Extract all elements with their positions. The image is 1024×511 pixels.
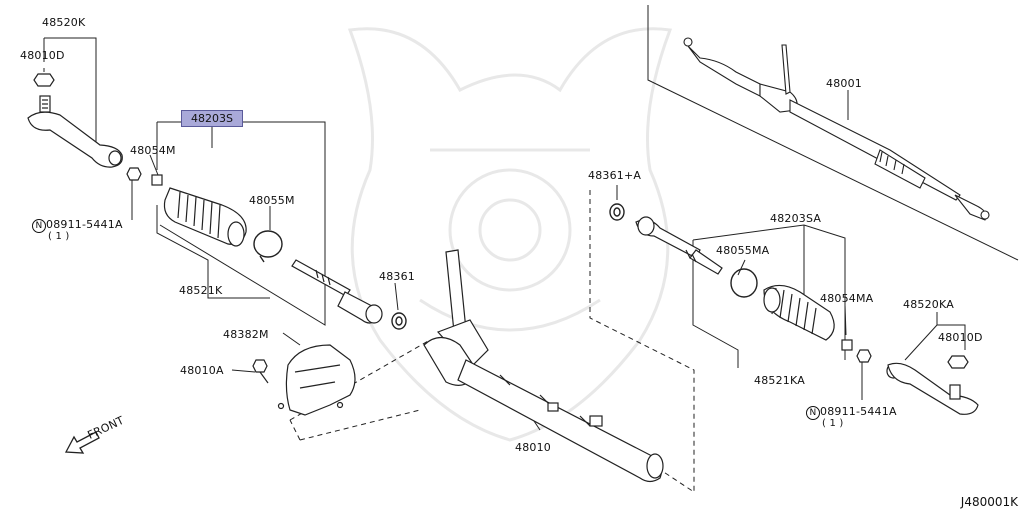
label-tie-rod-end-right[interactable]: 48520KA xyxy=(903,298,954,311)
clamp-right[interactable] xyxy=(730,268,758,298)
label-nut-right-qty: ( 1 ) xyxy=(822,418,844,429)
label-assembly[interactable]: 48001 xyxy=(826,77,862,90)
nut-left-small[interactable] xyxy=(126,167,163,186)
label-inner-socket-left[interactable]: 48521K xyxy=(179,284,223,297)
boot-right[interactable] xyxy=(763,284,835,341)
inner-socket-left[interactable] xyxy=(291,259,383,324)
label-tie-rod-end-left[interactable]: 48520K xyxy=(42,16,86,29)
label-bolt[interactable]: 48010A xyxy=(180,364,224,377)
label-boot-kit-right[interactable]: 48203SA xyxy=(770,212,822,225)
watermark-emblem xyxy=(347,27,673,442)
bolt-48010a[interactable] xyxy=(252,359,269,384)
diagram-code: J480001K xyxy=(960,495,1018,509)
label-gear-housing[interactable]: 48010 xyxy=(515,441,551,454)
clamp-left[interactable] xyxy=(253,230,283,263)
label-seal-left[interactable]: 48361 xyxy=(379,270,415,283)
inner-socket-right[interactable] xyxy=(635,216,723,275)
nut-right-spec-text: 08911-5441A xyxy=(820,405,897,418)
front-arrow-icon xyxy=(64,431,100,454)
boot-left[interactable] xyxy=(163,187,247,247)
tie-rod-end-right[interactable] xyxy=(886,362,979,415)
nut-right-top[interactable] xyxy=(947,355,969,369)
nut-left-top[interactable] xyxy=(33,73,55,87)
leader-lines xyxy=(43,5,1019,493)
assembly-48001[interactable] xyxy=(683,37,990,221)
nut-left-spec-text: 08911-5441A xyxy=(46,218,123,231)
nut-symbol-icon: N xyxy=(32,219,46,233)
label-boot-highlighted[interactable]: 48203S xyxy=(181,110,243,127)
label-nut-right-top[interactable]: 48010D xyxy=(938,331,983,344)
label-nut-left-qty: ( 1 ) xyxy=(48,231,70,242)
tie-rod-end-left[interactable] xyxy=(27,95,123,168)
label-seal-right[interactable]: 48361+A xyxy=(588,169,642,182)
label-clamp-right[interactable]: 48055MA xyxy=(716,244,770,257)
label-clamp-left[interactable]: 48055M xyxy=(249,194,295,207)
nut-symbol-icon: N xyxy=(806,406,820,420)
label-nut-right-small[interactable]: 48054MA xyxy=(820,292,874,305)
nut-right-small[interactable] xyxy=(841,339,872,363)
label-inner-socket-right[interactable]: 48521KA xyxy=(754,374,805,387)
seal-right[interactable] xyxy=(609,203,625,221)
label-nut-left-small[interactable]: 48054M xyxy=(130,144,176,157)
gear-housing-48010[interactable] xyxy=(423,249,664,483)
cover-48382m[interactable] xyxy=(277,344,356,416)
label-nut-left-top[interactable]: 48010D xyxy=(20,49,65,62)
seal-left[interactable] xyxy=(391,312,407,330)
label-cover[interactable]: 48382M xyxy=(223,328,269,341)
